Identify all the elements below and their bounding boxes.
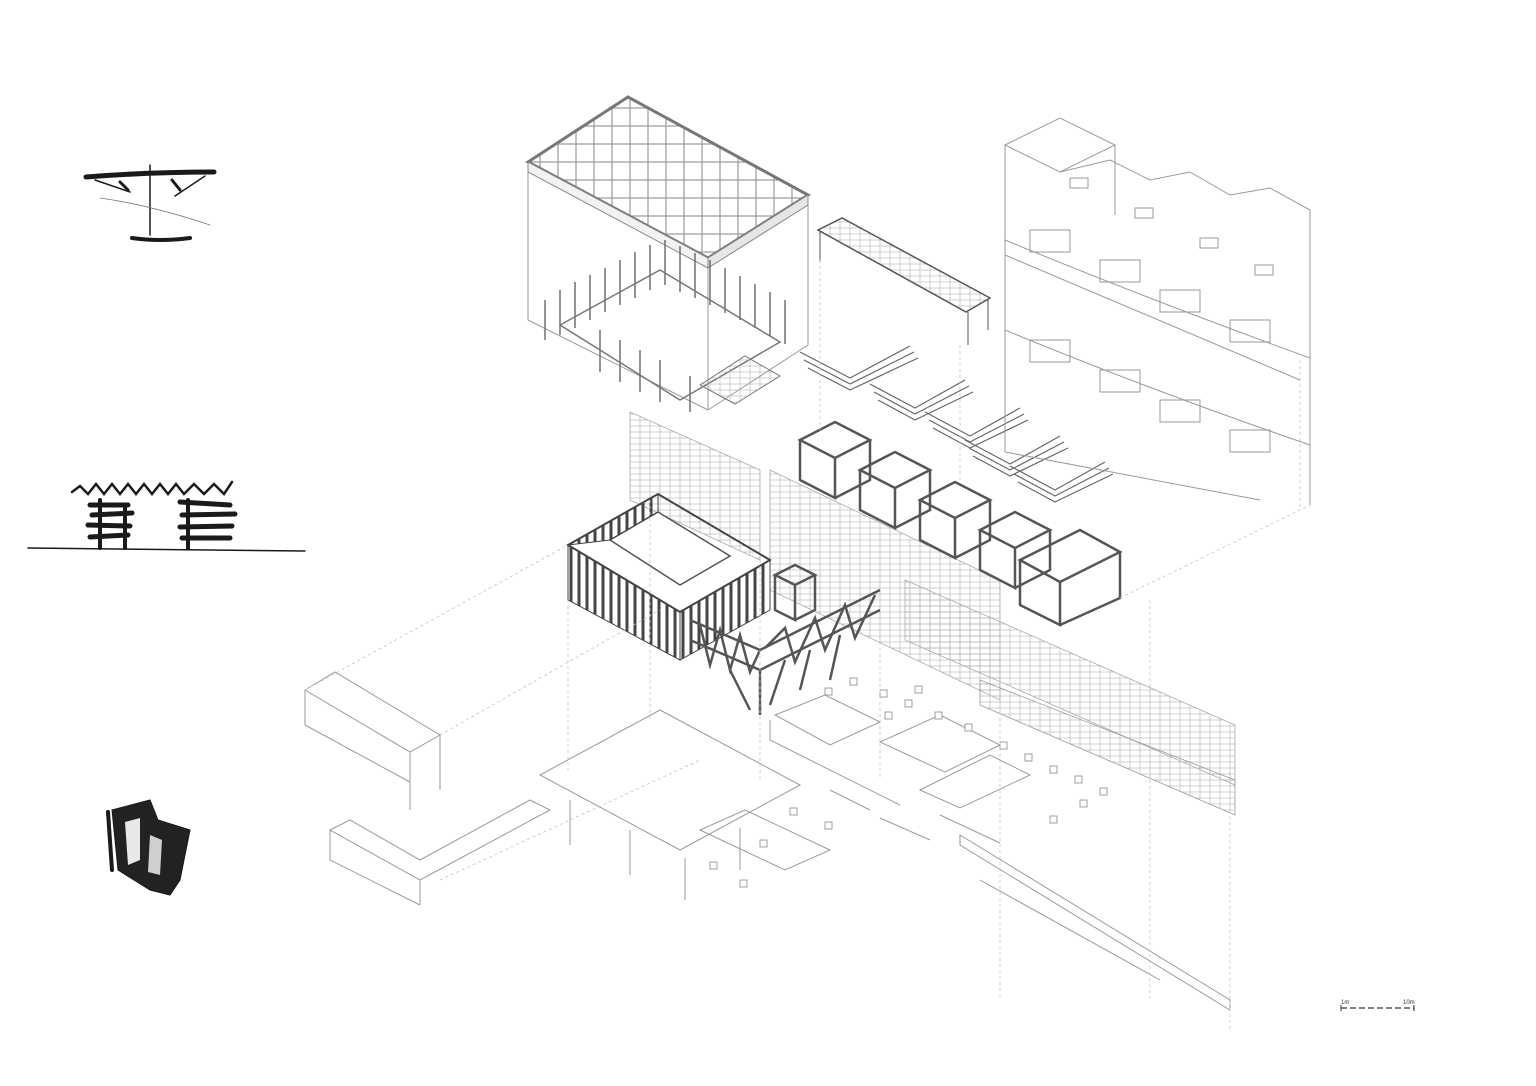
sketch-canopy-icon	[83, 164, 217, 242]
brick-walls	[629, 411, 1236, 816]
footings	[709, 677, 1108, 888]
room-blocks	[1003, 117, 1311, 505]
fin-courtyard	[566, 492, 772, 661]
scale-bar: 1m 10m	[1340, 1000, 1415, 1011]
sketch-courtyard-icon	[27, 480, 306, 552]
sketch-block-icon	[106, 799, 191, 896]
floor-slab-upper	[558, 269, 782, 401]
stair-frame	[699, 355, 781, 405]
scale-label-start: 1m	[1341, 1000, 1349, 1006]
projection-lines	[304, 260, 1311, 1030]
roof-grid	[525, 95, 811, 269]
louvre-strips	[799, 345, 1114, 503]
scale-label-end: 10m	[1403, 1000, 1415, 1006]
column-ring	[544, 240, 786, 412]
diagonal-lattice	[816, 217, 992, 345]
ground-plan	[304, 671, 1231, 1011]
